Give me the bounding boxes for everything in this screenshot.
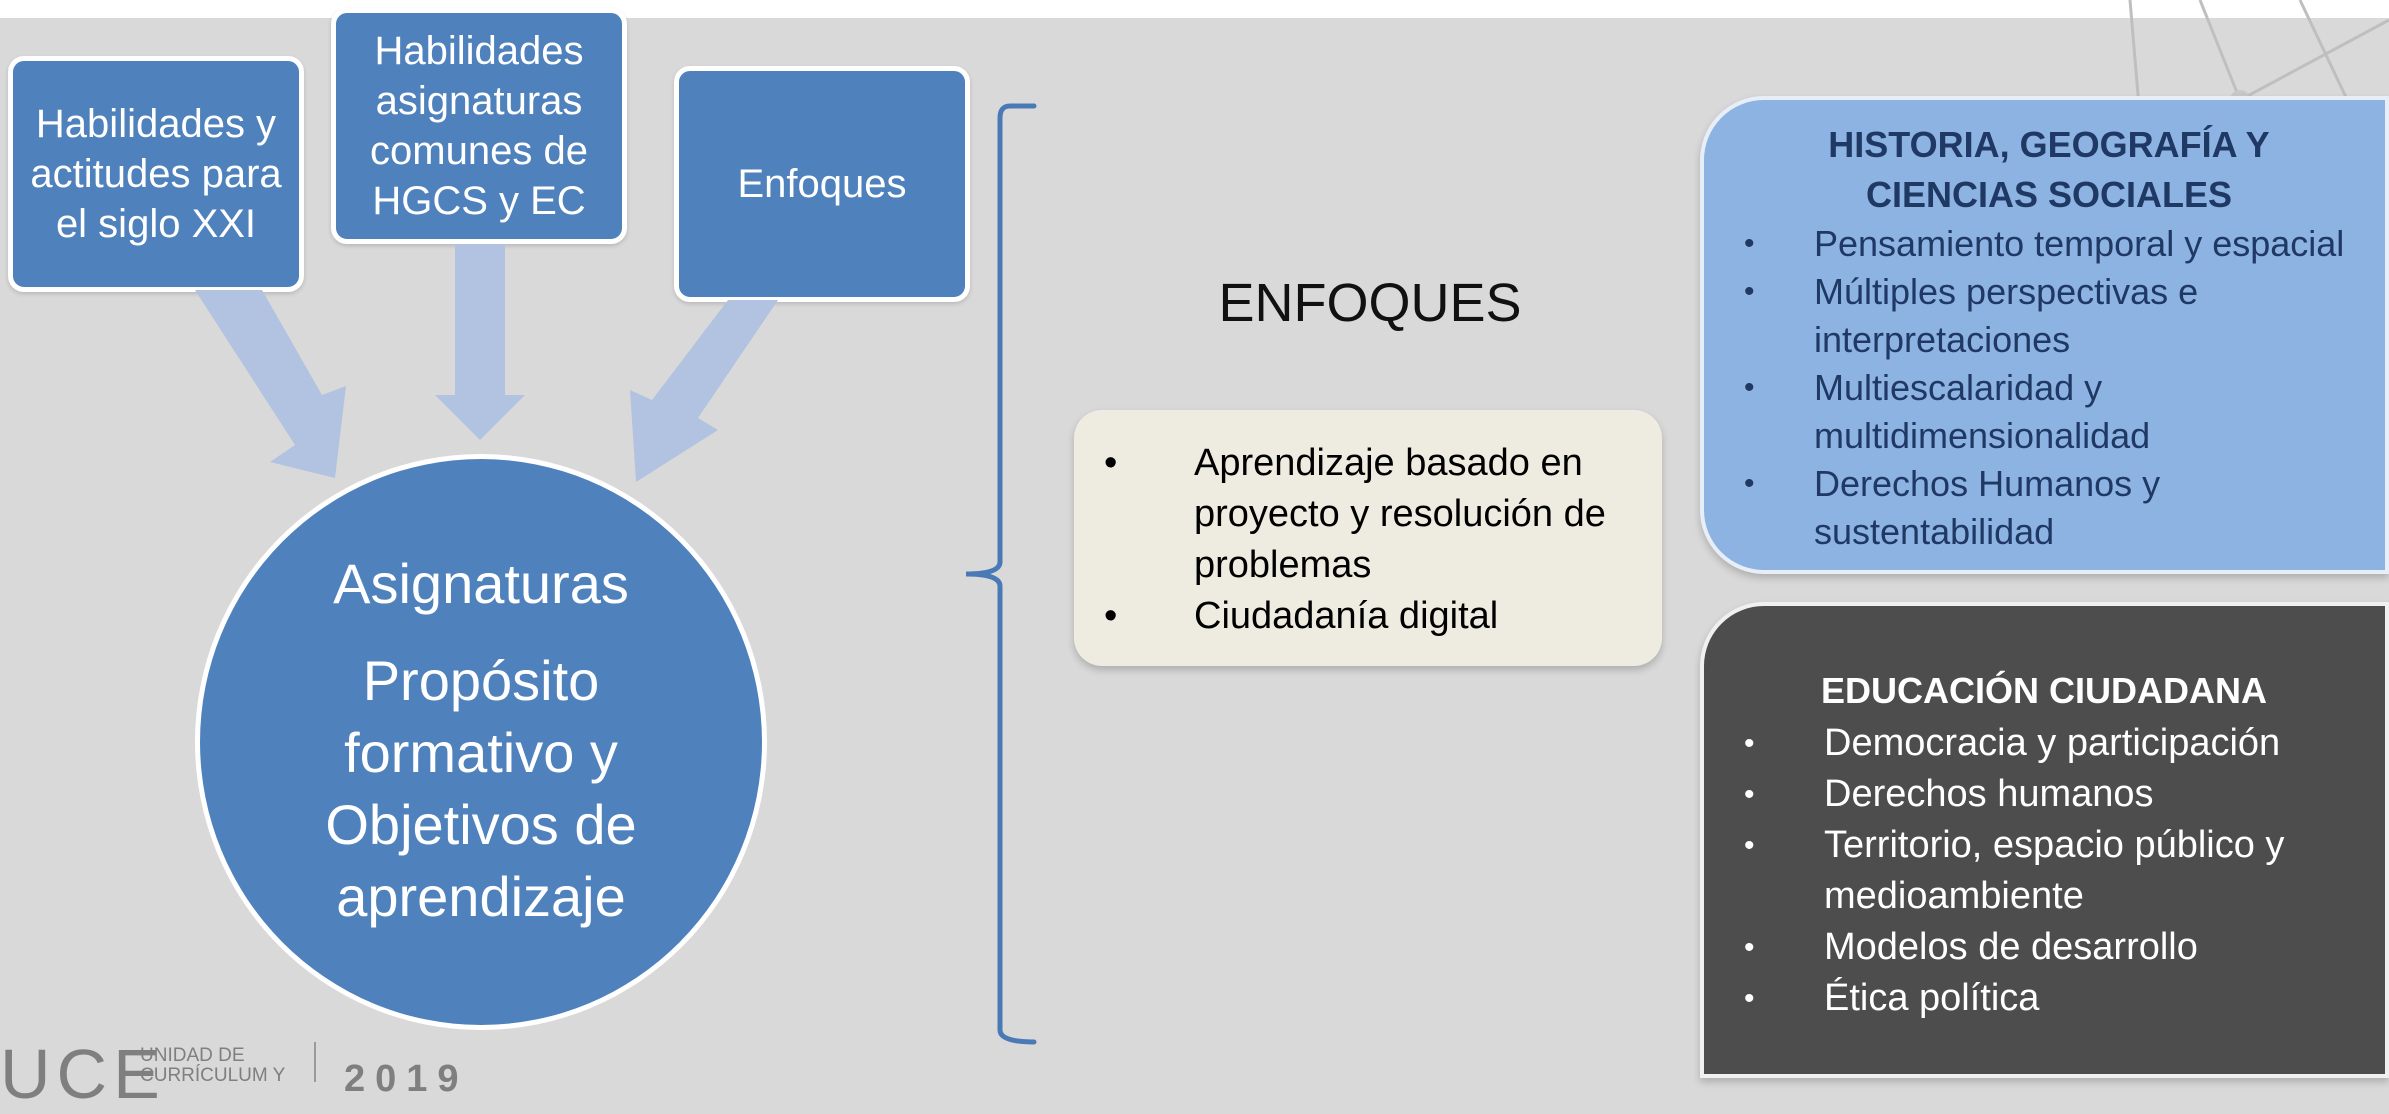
logo-divider	[314, 1042, 316, 1082]
historia-item: Múltiples perspectivas e interpretacione…	[1734, 268, 2385, 364]
ciudadana-item: Modelos de desarrollo	[1744, 922, 2385, 973]
educacion-ciudadana-box: EDUCACIÓN CIUDADANA Democracia y partici…	[1700, 602, 2389, 1078]
ciudadana-item: Democracia y participación	[1744, 718, 2385, 769]
ciudadana-list: Democracia y participación Derechos huma…	[1744, 718, 2385, 1024]
arrow-left	[195, 290, 346, 478]
approaches-label: Enfoques	[737, 162, 907, 206]
enfoques-title: ENFOQUES	[1218, 273, 1522, 333]
enfoques-item: Ciudadanía digital	[1104, 591, 1642, 642]
common-skills-box: Habilidades asignaturas comunes de HGCS …	[331, 8, 627, 244]
ciudadana-title: EDUCACIÓN CIUDADANA	[1821, 670, 2267, 711]
historia-item: Multiescalaridad y multidimensionalidad	[1734, 364, 2385, 460]
historia-item: Pensamiento temporal y espacial	[1734, 220, 2385, 268]
enfoques-item: Aprendizaje basado en proyecto y resoluc…	[1104, 438, 1642, 591]
logo-acronym: UCE	[0, 1035, 166, 1113]
enfoques-box: Aprendizaje basado en proyecto y resoluc…	[1074, 410, 1662, 666]
ciudadana-item: Territorio, espacio público y medioambie…	[1744, 820, 2385, 922]
skills-21st-century-label: Habilidades y actitudes para el siglo XX…	[30, 102, 282, 246]
ucE-logo: UCE UNIDAD DE CURRÍCULUM Y 2019	[0, 1034, 480, 1113]
enfoques-list: Aprendizaje basado en proyecto y resoluc…	[1104, 438, 1642, 642]
skills-21st-century-box: Habilidades y actitudes para el siglo XX…	[8, 56, 304, 292]
common-skills-label: Habilidades asignaturas comunes de HGCS …	[370, 29, 588, 223]
circle-title: Asignaturas	[333, 552, 629, 615]
arrow-right	[630, 300, 778, 482]
logo-year: 2019	[344, 1058, 469, 1100]
connector-arrows	[195, 244, 778, 482]
historia-box: HISTORIA, GEOGRAFÍA Y CIENCIAS SOCIALES …	[1700, 96, 2389, 574]
circle-subtitle: Propósito formativo y Objetivos de apren…	[325, 649, 637, 928]
historia-item: Derechos Humanos y sustentabilidad	[1734, 460, 2385, 556]
historia-list: Pensamiento temporal y espacial Múltiple…	[1734, 220, 2385, 556]
subjects-circle: Asignaturas Propósito formativo y Objeti…	[195, 454, 767, 1030]
ciudadana-item: Derechos humanos	[1744, 769, 2385, 820]
arrow-middle	[435, 244, 525, 440]
bracket	[965, 103, 1037, 1045]
historia-title: HISTORIA, GEOGRAFÍA Y CIENCIAS SOCIALES	[1828, 124, 2270, 215]
approaches-box: Enfoques	[674, 66, 970, 302]
ciudadana-item: Ética política	[1744, 973, 2385, 1024]
logo-unit-text: UNIDAD DE CURRÍCULUM Y	[140, 1045, 286, 1086]
